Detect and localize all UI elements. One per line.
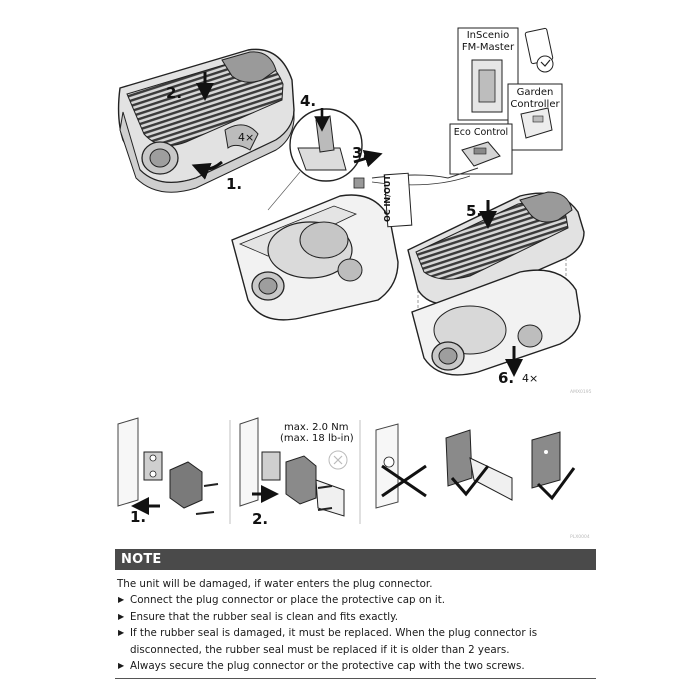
torque-line-2: (max. 18 lb-in) xyxy=(280,433,354,444)
note-bullet: ▶ Always secure the plug connector or th… xyxy=(117,658,597,674)
bullet-arrow-icon: ▶ xyxy=(118,611,125,621)
bullet-arrow-icon: ▶ xyxy=(118,661,125,671)
step-5-label: 5. xyxy=(466,202,482,220)
note-bullet: ▶ Connect the plug connector or place th… xyxy=(117,592,597,608)
step-4-label: 4. xyxy=(300,92,316,110)
note-title: NOTE xyxy=(121,552,162,567)
pump-top-left xyxy=(117,48,295,193)
garden-controller-box xyxy=(507,83,563,151)
note-intro: The unit will be damaged, if water enter… xyxy=(117,578,433,590)
figure-code-top: AMX0195 xyxy=(570,389,592,395)
times-4-label-top: 4× xyxy=(238,131,254,144)
step-1-label: 1. xyxy=(226,175,242,193)
step-2-label: 2. xyxy=(166,84,182,102)
connector-strip xyxy=(117,417,576,524)
figure-code-bottom: PLX0004 xyxy=(570,534,590,540)
note-body: The unit will be damaged, if water enter… xyxy=(117,576,597,674)
note-bullet-text: If the rubber seal is damaged, it must b… xyxy=(130,627,538,656)
eco-control-box xyxy=(449,123,513,175)
note-bullet: ▶ If the rubber seal is damaged, it must… xyxy=(117,625,597,658)
eco-control-label: Eco Control xyxy=(454,127,508,138)
oc-in-out-label: OC IN/OUT xyxy=(383,175,392,222)
garden-label-2: Controller xyxy=(510,99,560,110)
note-bullet-text: Always secure the plug connector or the … xyxy=(130,660,525,673)
inscenio-label-1: InScenio xyxy=(467,30,510,41)
torque-line-1: max. 2.0 Nm xyxy=(284,422,348,433)
note-header: NOTE xyxy=(115,549,596,570)
connector-zoom xyxy=(267,108,383,211)
step-6-label: 6. xyxy=(498,369,514,387)
step-3-label: 3. xyxy=(352,144,368,162)
times-4-label-bottom: 4× xyxy=(522,372,538,385)
bullet-arrow-icon: ▶ xyxy=(118,628,125,638)
smartphone-icon xyxy=(524,27,554,73)
inscenio-label-2: FM-Master xyxy=(462,42,515,53)
note-bullet: ▶ Ensure that the rubber seal is clean a… xyxy=(117,609,597,625)
pump-open-middle xyxy=(231,172,413,321)
pump-right xyxy=(407,191,585,377)
bullet-arrow-icon: ▶ xyxy=(118,595,125,605)
note-bottom-rule xyxy=(115,678,596,679)
garden-label-1: Garden xyxy=(517,87,554,98)
note-bullet-text: Connect the plug connector or place the … xyxy=(130,594,446,607)
note-bullet-text: Ensure that the rubber seal is clean and… xyxy=(130,610,398,623)
strip-step-2-label: 2. xyxy=(252,510,268,528)
strip-step-1-label: 1. xyxy=(130,508,146,526)
